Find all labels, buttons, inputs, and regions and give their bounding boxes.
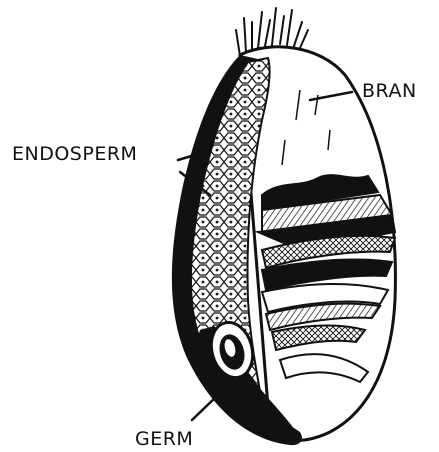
germ-leader-line xyxy=(192,395,218,420)
bran-label: BRAN xyxy=(362,80,417,102)
endosperm-label: ENDOSPERM xyxy=(12,143,137,165)
germ-label: GERM xyxy=(135,428,193,450)
